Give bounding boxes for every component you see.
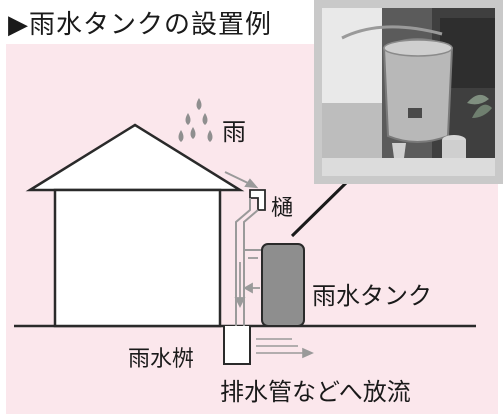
gutter-label: 樋 [271,196,294,221]
tank-label: 雨水タンク [312,282,432,310]
page-title: ▶雨水タンクの設置例 [8,10,272,40]
rain-label: 雨 [222,118,246,146]
house-body [53,188,222,328]
photo-frame [314,0,503,184]
rain-water-tank [261,243,305,327]
rain-water-tank-photo [322,8,495,176]
photo-illustration [322,8,495,176]
rain-water-basin [223,326,251,365]
rain-drops-icon [178,98,213,142]
photo-pointer-line [290,179,350,238]
basin-label: 雨水桝 [128,347,195,372]
roof-flow-arrow [224,171,259,189]
downpipe [235,198,262,326]
discharge-flow-arrows [256,338,314,359]
gutter [249,189,266,211]
pipe-flow-arrows [234,257,260,309]
discharge-label: 排水管などへ放流 [220,378,411,406]
